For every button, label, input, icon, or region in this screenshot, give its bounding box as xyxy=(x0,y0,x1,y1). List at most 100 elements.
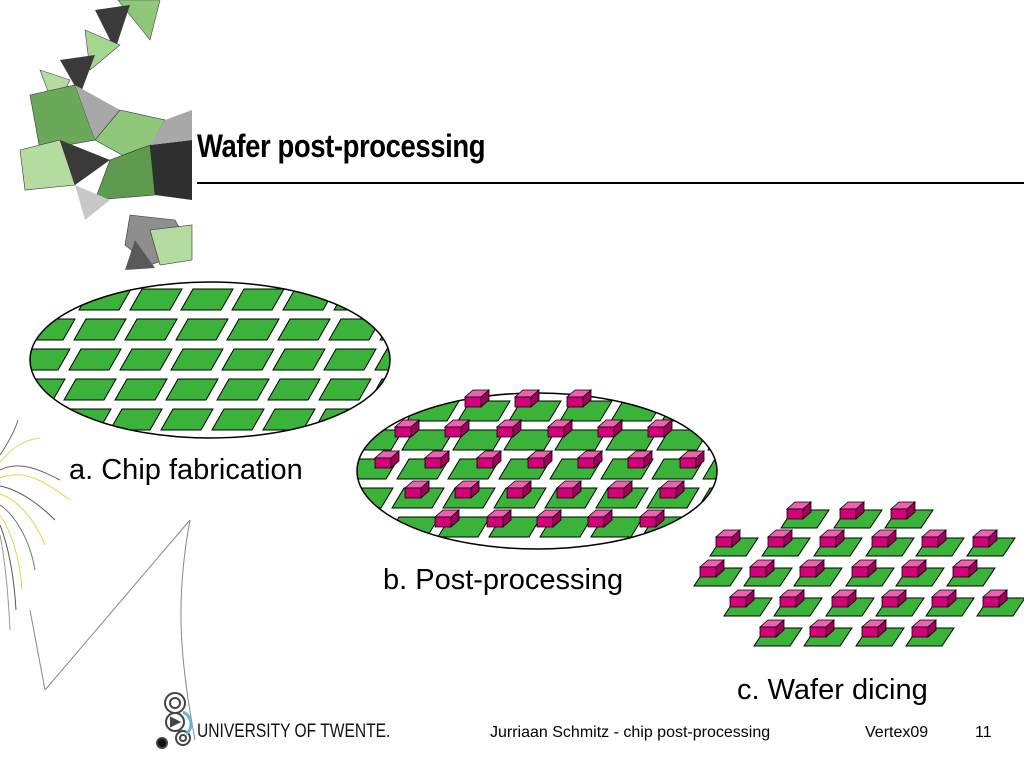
solder-bump xyxy=(393,419,421,438)
die xyxy=(384,288,390,311)
diced-die-bump xyxy=(838,501,866,520)
die xyxy=(295,459,347,479)
die xyxy=(175,318,229,341)
diced-die-bump xyxy=(870,529,898,548)
solder-bump xyxy=(495,419,523,438)
die xyxy=(68,348,122,371)
university-name: UNIVERSITY OF TWENTE. xyxy=(197,721,391,742)
die xyxy=(30,378,66,401)
die xyxy=(267,378,321,401)
die xyxy=(109,408,163,431)
diced-die-bump xyxy=(850,559,878,578)
diced-die-bump xyxy=(728,589,756,608)
die xyxy=(0,409,9,430)
solder-bump xyxy=(586,509,614,528)
die xyxy=(357,516,389,538)
diced-die-bump xyxy=(766,529,794,548)
die xyxy=(554,429,608,451)
solder-bump xyxy=(646,419,674,438)
decorative-lines xyxy=(0,419,196,741)
title-underline xyxy=(197,182,1024,184)
footer-page-number: 11 xyxy=(975,724,992,741)
die xyxy=(0,379,14,400)
solder-bump xyxy=(505,480,533,499)
die xyxy=(58,408,112,431)
die xyxy=(401,429,455,451)
diced-die-bump xyxy=(981,589,1009,608)
die xyxy=(231,288,285,311)
die xyxy=(124,318,178,341)
die xyxy=(0,349,19,370)
solder-bump xyxy=(658,480,686,499)
die xyxy=(221,348,275,371)
die xyxy=(374,348,390,371)
solder-bump xyxy=(485,509,513,528)
die xyxy=(180,288,234,311)
university-logo-icon xyxy=(156,692,193,749)
die xyxy=(300,430,352,450)
die xyxy=(129,288,183,311)
wafer-a-chip-fabrication xyxy=(0,281,391,439)
solder-bump xyxy=(453,480,481,499)
label-chip-fabrication: a. Chip fabrication xyxy=(69,454,303,486)
solder-bump xyxy=(596,419,624,438)
die xyxy=(452,429,506,451)
solder-bump xyxy=(526,450,554,469)
solder-bump xyxy=(403,480,431,499)
die xyxy=(610,400,664,422)
die xyxy=(313,408,367,431)
die xyxy=(262,408,316,431)
die xyxy=(290,488,342,508)
die xyxy=(277,318,331,341)
diced-die-bump xyxy=(798,559,826,578)
label-wafer-dicing: c. Wafer dicing xyxy=(737,674,928,706)
diced-die-bump xyxy=(930,589,958,608)
die xyxy=(712,400,717,422)
die xyxy=(226,318,280,341)
die xyxy=(282,288,336,311)
footer-event: Vertex09 xyxy=(865,724,929,741)
die xyxy=(285,517,337,537)
die xyxy=(702,458,717,480)
die xyxy=(328,318,382,341)
die xyxy=(160,408,214,431)
die xyxy=(357,400,409,422)
footer-author-topic: Jurriaan Schmitz - chip post-processing xyxy=(490,724,771,741)
die xyxy=(30,288,81,311)
wafer-a-outline xyxy=(29,281,391,439)
slide-title: Wafer post-processing xyxy=(197,128,486,164)
label-post-processing: b. Post-processing xyxy=(383,564,624,596)
diced-die-bump xyxy=(971,529,999,548)
wafer-b-post-processing xyxy=(285,389,718,550)
wafer-c-diced xyxy=(693,501,1024,647)
diced-die-bump xyxy=(900,559,928,578)
solder-bump xyxy=(546,419,574,438)
die xyxy=(114,378,168,401)
die xyxy=(318,378,372,401)
die xyxy=(707,429,717,451)
die xyxy=(605,429,659,451)
die xyxy=(30,318,76,341)
die xyxy=(0,289,29,310)
diced-die-bump xyxy=(860,619,888,638)
decorative-polygons xyxy=(19,0,193,270)
die xyxy=(30,348,71,371)
solder-bump xyxy=(373,450,401,469)
solder-bump xyxy=(513,389,541,408)
die xyxy=(379,318,390,341)
die xyxy=(165,378,219,401)
die xyxy=(211,408,265,431)
diced-die-bump xyxy=(785,501,813,520)
die xyxy=(323,348,377,371)
die xyxy=(357,487,394,509)
solder-bump xyxy=(443,419,471,438)
diced-die-bump xyxy=(830,589,858,608)
solder-bump xyxy=(433,509,461,528)
solder-bump xyxy=(535,509,563,528)
diced-die-bump xyxy=(748,559,776,578)
solder-bump xyxy=(678,450,706,469)
solder-bump xyxy=(626,450,654,469)
solder-bump xyxy=(576,450,604,469)
die xyxy=(73,318,127,341)
